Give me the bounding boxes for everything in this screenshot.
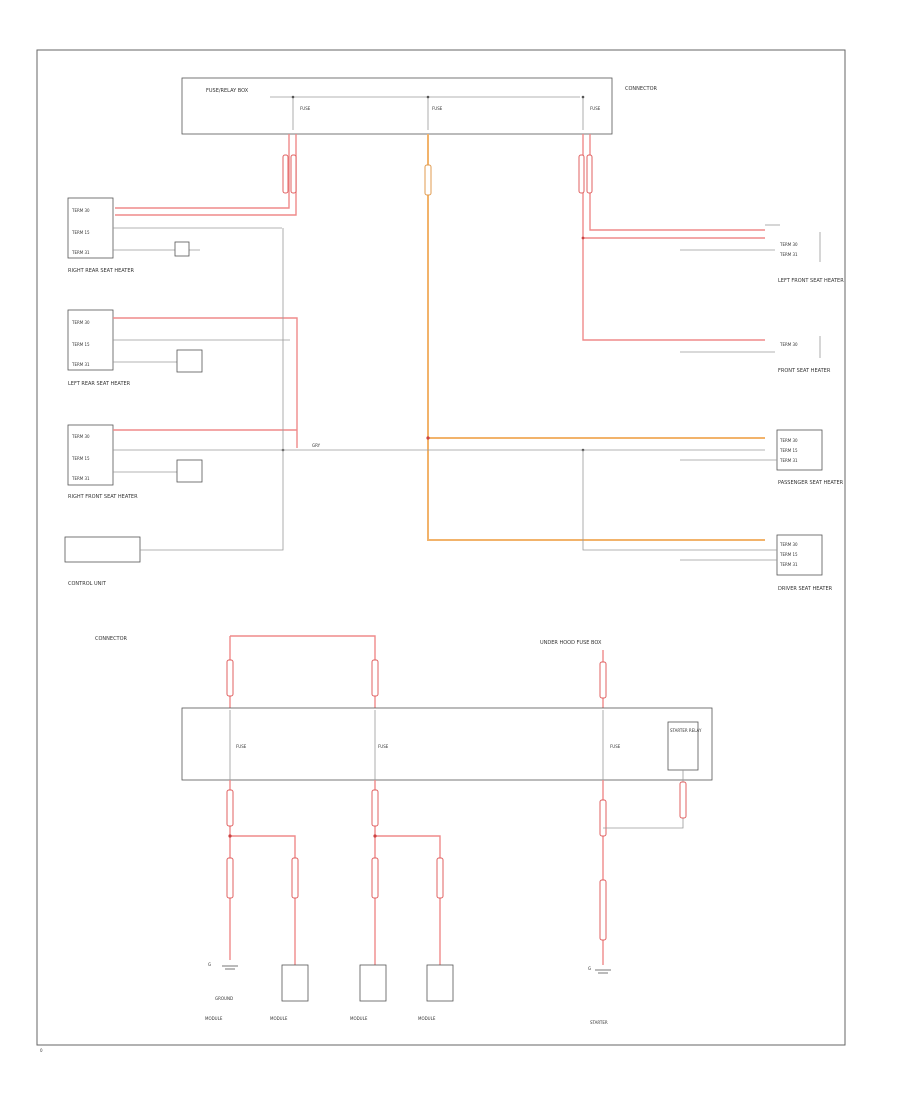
top-fuse-box-label: FUSE/RELAY BOX [206,88,249,94]
control-unit-label: CONTROL UNIT [68,581,107,587]
svg-text:TERM 30: TERM 30 [779,542,798,547]
ground-right-label: STARTER [590,1020,608,1025]
svg-text:TERM 30: TERM 30 [779,438,798,443]
front-heater-label: FRONT SEAT HEATER [778,368,831,374]
wire-mid-label: GRY [312,443,321,448]
under-hood-box-label: UNDER HOOD FUSE BOX [540,640,602,646]
module-3-label: MODULE [418,1016,436,1021]
starter-relay-label: STARTER RELAY [670,728,702,733]
svg-text:TERM 31: TERM 31 [71,362,90,367]
fuse-c-label: FUSE [590,106,601,111]
left-front-heater-label: LEFT FRONT SEAT HEATER [778,278,844,284]
wire-right-top-1 [582,134,765,341]
module-1-label: MODULE [270,1016,288,1021]
left-rear-heater-label: LEFT REAR SEAT HEATER [68,381,131,387]
ground-right: G [588,966,611,974]
svg-text:TERM 31: TERM 31 [779,252,798,257]
page-footer: 0 [40,1048,43,1053]
left-rear-heater-box [67,309,114,371]
driver-heater-label: DRIVER SEAT HEATER [778,586,833,592]
wire-orange-main [427,134,765,541]
bottom-fuse-box [181,707,713,781]
top-fuse-box [181,77,613,135]
svg-text:TERM 15: TERM 15 [779,448,798,453]
svg-text:TERM 15: TERM 15 [71,342,90,347]
ground-left: G [208,962,238,970]
svg-text:TERM 15: TERM 15 [71,456,90,461]
wire-left-top-2 [115,134,297,216]
svg-text:TERM 15: TERM 15 [779,552,798,557]
svg-text:TERM 30: TERM 30 [71,434,90,439]
right-rear-heater-label: RIGHT REAR SEAT HEATER [68,268,135,274]
svg-text:G: G [588,966,591,971]
fuse-f-label: FUSE [610,744,621,749]
module-2-box [359,964,387,1002]
svg-text:TERM 15: TERM 15 [71,230,90,235]
svg-text:TERM 30: TERM 30 [71,320,90,325]
diagram-frame [36,49,846,1046]
right-front-heater-box [67,424,114,486]
right-front-heater-label: RIGHT FRONT SEAT HEATER [68,494,138,500]
right-rear-heater-box [67,197,114,259]
svg-text:TERM 30: TERM 30 [779,342,798,347]
svg-text:TERM 31: TERM 31 [779,458,798,463]
fuse-d-label: FUSE [236,744,247,749]
fuse-a-label: FUSE [300,106,311,111]
svg-text:TERM 30: TERM 30 [779,242,798,247]
ground-left-label: GROUND [215,996,233,1001]
wire-right-top-2 [589,134,765,231]
passenger-heater-label: PASSENGER SEAT HEATER [778,480,844,486]
svg-text:G: G [208,962,211,967]
driver-heater-box [776,534,823,576]
svg-text:TERM 31: TERM 31 [71,476,90,481]
svg-text:TERM 31: TERM 31 [71,250,90,255]
module-1-box [281,964,309,1002]
module-3-box [426,964,454,1002]
module-4-label: MODULE [205,1016,223,1021]
starter-relay-box [667,721,699,771]
fuse-e-label: FUSE [378,744,389,749]
module-2-label: MODULE [350,1016,368,1021]
fuse-b-label: FUSE [432,106,443,111]
svg-text:TERM 30: TERM 30 [71,208,90,213]
wire-left-top-1 [115,134,290,209]
top-left-connector-label: CONNECTOR [95,636,128,642]
passenger-heater-box [776,429,823,471]
top-right-connector-label: CONNECTOR [625,86,658,92]
svg-text:TERM 31: TERM 31 [779,562,798,567]
control-unit-box [64,536,141,563]
